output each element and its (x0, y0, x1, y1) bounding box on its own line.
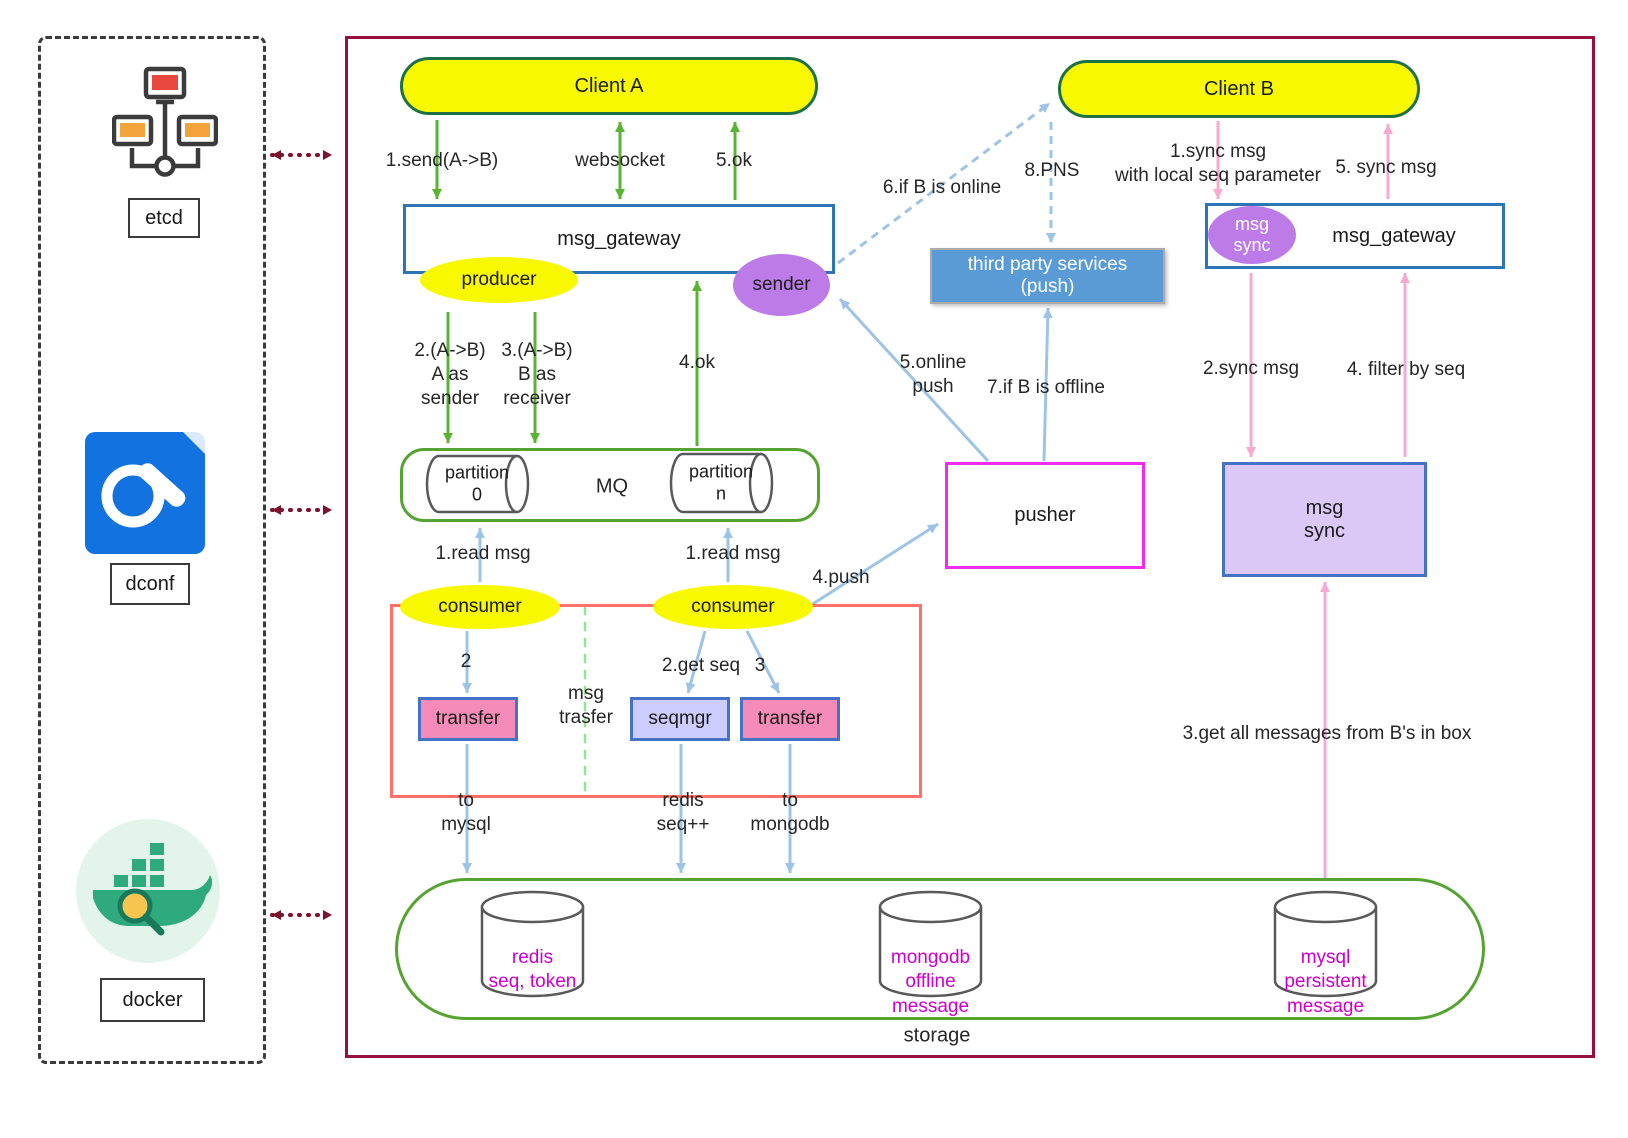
client-b-node: Client B (1058, 60, 1420, 118)
redis-db-cylinder: redis seq, token (480, 890, 585, 998)
storage-label: storage (903, 1024, 971, 1047)
pusher-node: pusher (945, 462, 1145, 569)
edge-label-redis-seq: redis seq++ (656, 790, 710, 835)
edge-label-msg-trasfer: msg trasfer (559, 683, 613, 728)
mysql-db-label: mysql persistent message (1284, 947, 1367, 1017)
client-a-label: Client A (574, 74, 644, 97)
partition-0-label: partition 0 (444, 462, 510, 504)
edge-label-3: 3 (754, 655, 766, 677)
edge-label-sync-msg-2: 2.sync msg (1202, 358, 1300, 380)
edge-label-sync-msg-5: 5. sync msg (1335, 157, 1437, 179)
edge-label-get-all-messages: 3.get all messages from B's in box (1182, 723, 1472, 745)
seqmgr-node: seqmgr (630, 697, 730, 741)
edge-label-get-seq: 2.get seq (661, 655, 741, 677)
client-b-label: Client B (1203, 77, 1275, 100)
edge-label-if-b-online: 6.if B is online (882, 177, 1002, 199)
sender-label: sender (752, 274, 811, 295)
third-party-services-label: third party services (push) (967, 254, 1128, 297)
transfer-left-node: transfer (418, 697, 518, 741)
docker-icon (75, 818, 221, 964)
partition-n-label: partition n (688, 461, 754, 503)
mq-label: MQ (595, 475, 629, 498)
msg-gateway-left-label: msg_gateway (557, 227, 681, 250)
etcd-label-box: etcd (128, 198, 200, 238)
edge-label-if-b-offline: 7.if B is offline (987, 377, 1105, 399)
dconf-label: dconf (125, 572, 175, 595)
consumer-right-node: consumer (653, 585, 813, 629)
mq-partition-0: partition 0 (424, 454, 530, 514)
etcd-icon (111, 66, 219, 200)
consumer-left-label: consumer (438, 596, 522, 617)
edge-label-read-msg-left: 1.read msg (435, 543, 531, 565)
producer-label: producer (461, 269, 537, 290)
edge-label-4ok: 4.ok (679, 352, 715, 374)
consumer-right-label: consumer (691, 596, 775, 617)
docker-label-box: docker (100, 978, 205, 1022)
edge-label-5ok: 5.ok (716, 150, 752, 172)
edge-label-websocket: websocket (575, 150, 665, 172)
edge-label-online-push: 5.online push (899, 352, 967, 397)
redis-db-label: redis seq, token (488, 947, 577, 993)
mq-partition-n: partition n (668, 452, 774, 514)
infra-panel (38, 36, 266, 1064)
edge-label-2: 2 (460, 651, 472, 673)
msg-sync-label: msg sync (1303, 496, 1346, 542)
mongodb-db-label: mongodb offline message (890, 947, 971, 1017)
mongodb-db-cylinder: mongodb offline message (878, 890, 983, 1017)
consumer-left-node: consumer (400, 585, 560, 629)
dconf-icon (85, 432, 210, 554)
seqmgr-label: seqmgr (648, 708, 712, 729)
edge-label-sync-msg-1: 1.sync msg with local seq parameter (1115, 141, 1321, 186)
edge-label-to-mysql: to mysql (441, 790, 491, 835)
edge-label-read-msg-right: 1.read msg (685, 543, 781, 565)
etcd-label: etcd (145, 206, 183, 229)
transfer-left-label: transfer (435, 708, 501, 729)
client-a-node: Client A (400, 57, 818, 115)
msg-sync-badge-label: msg sync (1233, 214, 1271, 255)
dconf-label-box: dconf (110, 563, 190, 605)
producer-node: producer (420, 257, 578, 303)
docker-label: docker (122, 988, 183, 1011)
mysql-db-cylinder: mysql persistent message (1273, 890, 1378, 1017)
edge-label-pns: 8.PNS (1024, 160, 1080, 182)
edge-label-send: 1.send(A->B) (385, 150, 499, 172)
edge-label-to-mongodb: to mongodb (750, 790, 830, 835)
msg-sync-badge: msg sync (1208, 206, 1296, 264)
transfer-right-node: transfer (740, 697, 840, 741)
pusher-label: pusher (1014, 504, 1076, 526)
transfer-right-label: transfer (757, 708, 823, 729)
sender-node: sender (733, 254, 830, 316)
third-party-services-node: third party services (push) (930, 248, 1165, 304)
edge-label-filter-by-seq: 4. filter by seq (1346, 359, 1466, 381)
edge-label-a-as-sender: 2.(A->B) A as sender (414, 340, 486, 409)
edge-label-b-as-receiver: 3.(A->B) B as receiver (501, 340, 573, 409)
msg-gateway-right-label: msg_gateway (1332, 224, 1456, 247)
msg-sync-node: msg sync (1222, 462, 1427, 577)
edge-label-4push: 4.push (812, 567, 870, 589)
